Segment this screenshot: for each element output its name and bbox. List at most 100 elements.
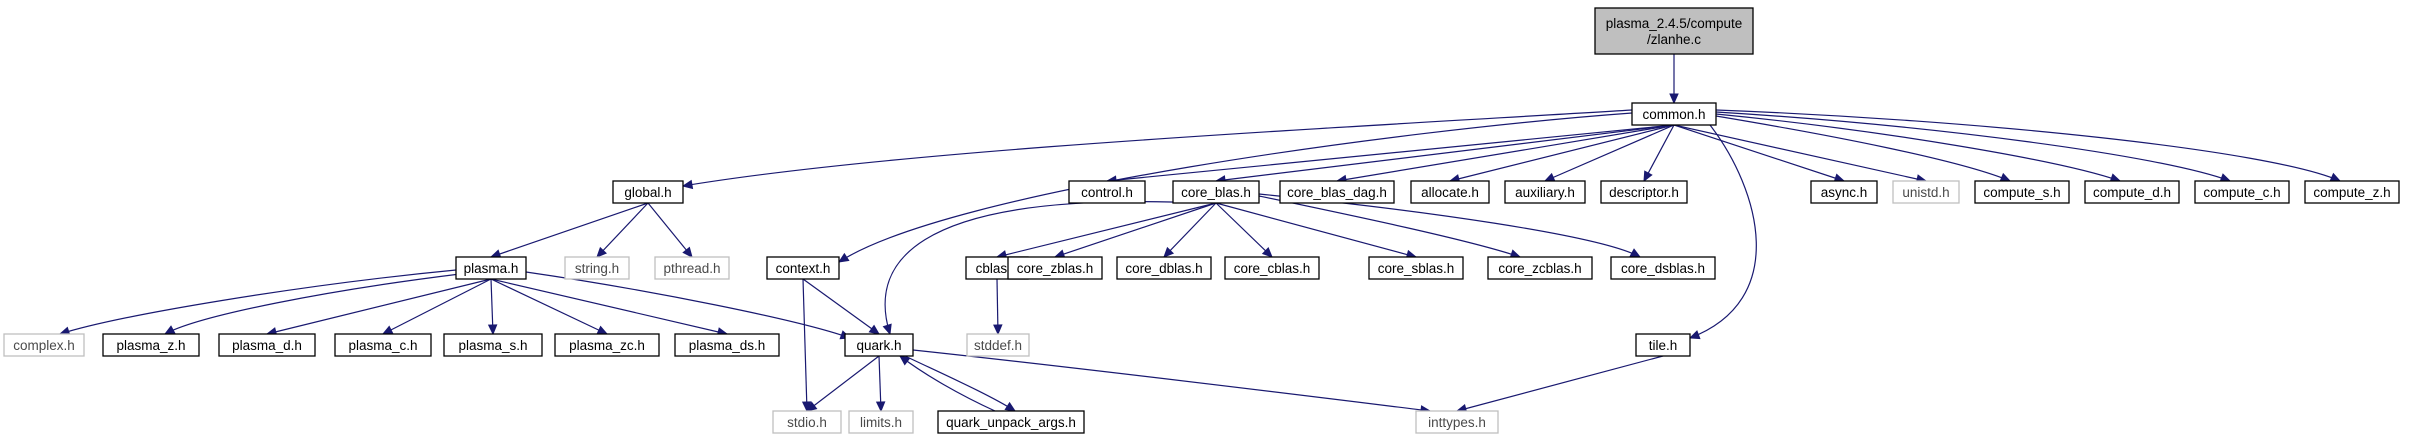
node-core-zcblas[interactable]: core_zcblas.h: [1487, 256, 1593, 280]
node-plasma-s[interactable]: plasma_s.h: [443, 333, 543, 357]
node-global[interactable]: global.h: [612, 180, 684, 204]
node-quark-unpack-args[interactable]: quark_unpack_args.h: [937, 410, 1085, 434]
node-plasma-d[interactable]: plasma_d.h: [218, 333, 316, 357]
edge-context-to-quark: [802, 278, 880, 335]
node-complex: complex.h: [3, 333, 85, 357]
node-box: [1279, 180, 1395, 204]
node-label: core_dsblas.h: [1621, 261, 1705, 276]
edge-quark_unpack_args-to-quark: [899, 355, 996, 412]
node-box: [2084, 180, 2180, 204]
node-auxiliary[interactable]: auxiliary.h: [1504, 180, 1586, 204]
node-box: [3, 333, 85, 357]
edge-common-to-compute_d: [1715, 113, 2122, 183]
edge-quark-to-limits: [875, 355, 886, 413]
node-box: [102, 333, 200, 357]
edge-quark-to-inttypes: [912, 349, 1432, 415]
node-compute-d[interactable]: compute_d.h: [2084, 180, 2180, 204]
node-pthread: pthread.h: [654, 256, 730, 280]
edge-plasma-to-quark: [525, 271, 852, 340]
edge-plasma-to-plasma_d: [265, 278, 492, 337]
node-box: [2304, 180, 2400, 204]
edge-plasma-to-plasma_ds: [490, 278, 729, 337]
node-common[interactable]: common.h: [1631, 102, 1717, 126]
edge-tile-to-inttypes: [1455, 355, 1664, 414]
edge-common-to-control: [1105, 124, 1675, 185]
node-stdio: stdio.h: [772, 410, 842, 434]
node-compute-s[interactable]: compute_s.h: [1974, 180, 2070, 204]
node-label: global.h: [624, 185, 671, 200]
node-box: [1368, 256, 1464, 280]
node-label: complex.h: [13, 338, 75, 353]
node-core-cblas[interactable]: core_cblas.h: [1224, 256, 1320, 280]
edge-common-to-compute_z: [1715, 109, 2342, 182]
edge-common-to-context: [837, 112, 1633, 263]
node-label: plasma_d.h: [232, 338, 302, 353]
node-label: string.h: [575, 261, 619, 276]
node-core-blas[interactable]: core_blas.h: [1172, 180, 1260, 204]
edge-plasma-to-plasma_s: [487, 278, 498, 336]
edge-quark-to-stdio: [806, 355, 880, 412]
node-box: [766, 256, 840, 280]
node-box: [564, 256, 630, 280]
node-quark[interactable]: quark.h: [844, 333, 914, 357]
edge-common-to-global: [681, 109, 1633, 190]
edge-common-to-compute_s: [1715, 115, 2012, 182]
node-box: [966, 333, 1030, 357]
node-label: core_cblas.h: [1234, 261, 1311, 276]
node-box: [1410, 180, 1490, 204]
node-box: [1594, 7, 1754, 55]
node-root[interactable]: plasma_2.4.5/compute/zlanhe.c: [1594, 7, 1754, 55]
edge-quark-to-quark_unpack_args: [904, 355, 1017, 412]
node-async[interactable]: async.h: [1810, 180, 1878, 204]
node-label: core_blas.h: [1181, 185, 1251, 200]
node-box: [1892, 180, 1960, 204]
node-box: [1974, 180, 2070, 204]
node-label: async.h: [1821, 185, 1868, 200]
node-box: [1504, 180, 1586, 204]
edge-common-to-tile: [1688, 124, 1757, 340]
edge-core_blas-to-core_cblas: [1215, 202, 1273, 258]
node-compute-z[interactable]: compute_z.h: [2304, 180, 2400, 204]
node-box: [334, 333, 432, 357]
edge-common-to-unistd: [1673, 124, 1928, 184]
node-compute-c[interactable]: compute_c.h: [2194, 180, 2290, 204]
node-label: compute_d.h: [2093, 185, 2171, 200]
node-box: [772, 410, 842, 434]
node-box: [674, 333, 780, 357]
node-box: [937, 410, 1085, 434]
node-box: [1116, 256, 1212, 280]
node-core-blas-dag[interactable]: core_blas_dag.h: [1279, 180, 1395, 204]
node-label: stddef.h: [974, 338, 1022, 353]
node-label: compute_c.h: [2203, 185, 2280, 200]
node-box: [1635, 333, 1691, 357]
node-core-sblas[interactable]: core_sblas.h: [1368, 256, 1464, 280]
node-label: unistd.h: [1902, 185, 1949, 200]
node-stddef: stddef.h: [966, 333, 1030, 357]
node-control[interactable]: control.h: [1068, 180, 1146, 204]
node-core-zblas[interactable]: core_zblas.h: [1007, 256, 1103, 280]
node-label: quark.h: [856, 338, 901, 353]
node-descriptor[interactable]: descriptor.h: [1600, 180, 1688, 204]
node-plasma-ds[interactable]: plasma_ds.h: [674, 333, 780, 357]
node-label: tile.h: [1649, 338, 1678, 353]
node-box: [1224, 256, 1320, 280]
node-context[interactable]: context.h: [766, 256, 840, 280]
node-box: [1415, 410, 1499, 434]
node-box: [844, 333, 914, 357]
node-label: allocate.h: [1421, 185, 1479, 200]
node-tile[interactable]: tile.h: [1635, 333, 1691, 357]
node-plasma-z[interactable]: plasma_z.h: [102, 333, 200, 357]
node-label: core_blas_dag.h: [1287, 185, 1387, 200]
node-core-dblas[interactable]: core_dblas.h: [1116, 256, 1212, 280]
node-plasma[interactable]: plasma.h: [455, 256, 527, 280]
node-allocate[interactable]: allocate.h: [1410, 180, 1490, 204]
node-core-dsblas[interactable]: core_dsblas.h: [1610, 256, 1716, 280]
node-box: [1487, 256, 1593, 280]
node-label: compute_z.h: [2313, 185, 2390, 200]
nodes-layer: plasma_2.4.5/compute/zlanhe.c common.h glo…: [3, 7, 2400, 434]
node-box: [2194, 180, 2290, 204]
edge-core_blas-to-core_zblas: [1053, 202, 1217, 259]
edge-common-to-core_blas_dag: [1335, 124, 1675, 185]
node-plasma-c[interactable]: plasma_c.h: [334, 333, 432, 357]
node-plasma-zc[interactable]: plasma_zc.h: [554, 333, 660, 357]
